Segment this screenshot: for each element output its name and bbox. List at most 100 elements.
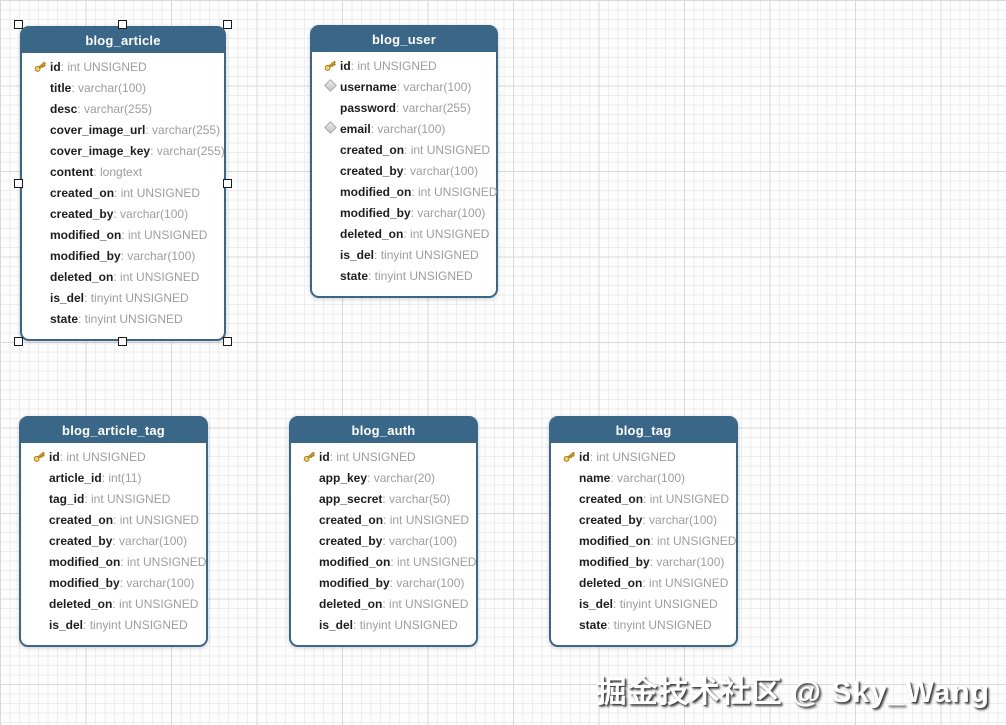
field-name: id	[50, 60, 61, 74]
field-type: : tinyint UNSIGNED	[613, 597, 718, 611]
field-row-id[interactable]: id: int UNSIGNED	[22, 57, 224, 78]
field-row-modified_on[interactable]: modified_on: int UNSIGNED	[22, 225, 224, 246]
field-row-created_on[interactable]: created_on: int UNSIGNED	[551, 489, 736, 510]
field-row-id[interactable]: id: int UNSIGNED	[312, 56, 496, 77]
field-row-app_secret[interactable]: app_secret: varchar(50)	[291, 489, 476, 510]
field-type: : varchar(100)	[113, 207, 189, 221]
field-row-deleted_on[interactable]: deleted_on: int UNSIGNED	[312, 224, 496, 245]
field-row-name[interactable]: name: varchar(100)	[551, 468, 736, 489]
field-row-modified_by[interactable]: modified_by: varchar(100)	[551, 552, 736, 573]
field-name: created_by	[49, 534, 113, 548]
field-name: username	[340, 80, 397, 94]
field-row-created_on[interactable]: created_on: int UNSIGNED	[21, 510, 206, 531]
selection-handle-sw[interactable]	[14, 337, 23, 346]
selection-handle-se[interactable]	[223, 337, 232, 346]
field-row-content[interactable]: content: longtext	[22, 162, 224, 183]
field-row-created_on[interactable]: created_on: int UNSIGNED	[312, 140, 496, 161]
field-type: : varchar(100)	[403, 164, 479, 178]
watermark-text: 掘金技术社区 @ Sky_Wang	[596, 676, 990, 709]
selection-handle-s[interactable]	[118, 337, 127, 346]
field-type: : int UNSIGNED	[390, 555, 477, 569]
field-row-modified_by[interactable]: modified_by: varchar(100)	[312, 203, 496, 224]
table-title-blog_tag[interactable]: blog_tag	[551, 418, 736, 443]
field-row-modified_on[interactable]: modified_on: int UNSIGNED	[312, 182, 497, 203]
field-row-created_by[interactable]: created_by: varchar(100)	[22, 204, 224, 225]
field-row-modified_by[interactable]: modified_by: varchar(100)	[291, 573, 476, 594]
field-row-created_by[interactable]: created_by: varchar(100)	[551, 510, 736, 531]
table-title-blog_article_tag[interactable]: blog_article_tag	[21, 418, 206, 443]
field-name: is_del	[50, 291, 85, 305]
field-row-created_by[interactable]: created_by: varchar(100)	[312, 161, 496, 182]
field-row-state[interactable]: state: tinyint UNSIGNED	[312, 266, 496, 287]
field-row-password[interactable]: password: varchar(255)	[312, 98, 496, 119]
field-name: created_on	[49, 513, 114, 527]
field-row-id[interactable]: id: int UNSIGNED	[551, 447, 736, 468]
field-row-deleted_on[interactable]: deleted_on: int UNSIGNED	[291, 594, 476, 615]
field-row-desc[interactable]: desc: varchar(255)	[22, 99, 224, 120]
field-row-deleted_on[interactable]: deleted_on: int UNSIGNED	[551, 573, 736, 594]
field-type: : int UNSIGNED	[382, 597, 469, 611]
field-type: : varchar(100)	[71, 81, 147, 95]
field-row-app_key[interactable]: app_key: varchar(20)	[291, 468, 476, 489]
field-type: : tinyint UNSIGNED	[607, 618, 712, 632]
field-name: created_on	[340, 143, 405, 157]
selection-handle-n[interactable]	[118, 20, 127, 29]
field-type: : int UNSIGNED	[60, 60, 147, 74]
field-row-is_del[interactable]: is_del: tinyint UNSIGNED	[22, 288, 224, 309]
field-row-modified_by[interactable]: modified_by: varchar(100)	[21, 573, 206, 594]
field-row-username[interactable]: username: varchar(100)	[312, 77, 496, 98]
field-type: : int UNSIGNED	[113, 270, 200, 284]
field-row-created_on[interactable]: created_on: int UNSIGNED	[291, 510, 476, 531]
selection-handle-w[interactable]	[14, 178, 23, 188]
field-row-tag_id[interactable]: tag_id: int UNSIGNED	[21, 489, 206, 510]
field-row-is_del[interactable]: is_del: tinyint UNSIGNED	[291, 615, 476, 636]
table-title-blog_user[interactable]: blog_user	[312, 27, 496, 52]
selection-handle-nw[interactable]	[14, 20, 23, 29]
field-row-email[interactable]: email: varchar(100)	[312, 119, 496, 140]
field-name: modified_by	[340, 206, 411, 220]
field-name: id	[579, 450, 590, 464]
field-row-is_del[interactable]: is_del: tinyint UNSIGNED	[21, 615, 206, 636]
field-name: created_on	[579, 492, 644, 506]
field-row-id[interactable]: id: int UNSIGNED	[291, 447, 476, 468]
field-row-modified_on[interactable]: modified_on: int UNSIGNED	[291, 552, 476, 573]
field-row-created_by[interactable]: created_by: varchar(100)	[291, 531, 476, 552]
table-title-blog_auth[interactable]: blog_auth	[291, 418, 476, 443]
field-row-article_id[interactable]: article_id: int(11)	[21, 468, 206, 489]
field-row-modified_on[interactable]: modified_on: int UNSIGNED	[551, 531, 736, 552]
field-name: deleted_on	[319, 597, 383, 611]
field-row-state[interactable]: state: tinyint UNSIGNED	[551, 615, 736, 636]
field-type: : int UNSIGNED	[113, 513, 200, 527]
field-row-deleted_on[interactable]: deleted_on: int UNSIGNED	[22, 267, 224, 288]
field-row-modified_by[interactable]: modified_by: varchar(100)	[22, 246, 224, 267]
field-row-id[interactable]: id: int UNSIGNED	[21, 447, 206, 468]
field-row-title[interactable]: title: varchar(100)	[22, 78, 224, 99]
field-type: : int(11)	[101, 471, 142, 485]
primary-key-icon	[31, 57, 50, 78]
table-title-blog_article[interactable]: blog_article	[22, 28, 224, 53]
field-row-state[interactable]: state: tinyint UNSIGNED	[22, 309, 224, 330]
field-row-cover_image_url[interactable]: cover_image_url: varchar(255)	[22, 120, 224, 141]
field-row-created_by[interactable]: created_by: varchar(100)	[21, 531, 206, 552]
field-name: article_id	[49, 471, 102, 485]
field-type: : varchar(255)	[150, 144, 225, 158]
field-row-is_del[interactable]: is_del: tinyint UNSIGNED	[551, 594, 736, 615]
field-row-deleted_on[interactable]: deleted_on: int UNSIGNED	[21, 594, 206, 615]
field-row-created_on[interactable]: created_on: int UNSIGNED	[22, 183, 224, 204]
field-name: desc	[50, 102, 78, 116]
selection-handle-e[interactable]	[223, 178, 232, 188]
primary-key-icon	[30, 447, 49, 468]
selection-handle-ne[interactable]	[223, 20, 232, 29]
field-row-cover_image_key[interactable]: cover_image_key: varchar(255)	[22, 141, 225, 162]
field-row-modified_on[interactable]: modified_on: int UNSIGNED	[21, 552, 206, 573]
field-type: : varchar(100)	[396, 80, 472, 94]
field-row-is_del[interactable]: is_del: tinyint UNSIGNED	[312, 245, 496, 266]
field-name: modified_on	[579, 534, 651, 548]
